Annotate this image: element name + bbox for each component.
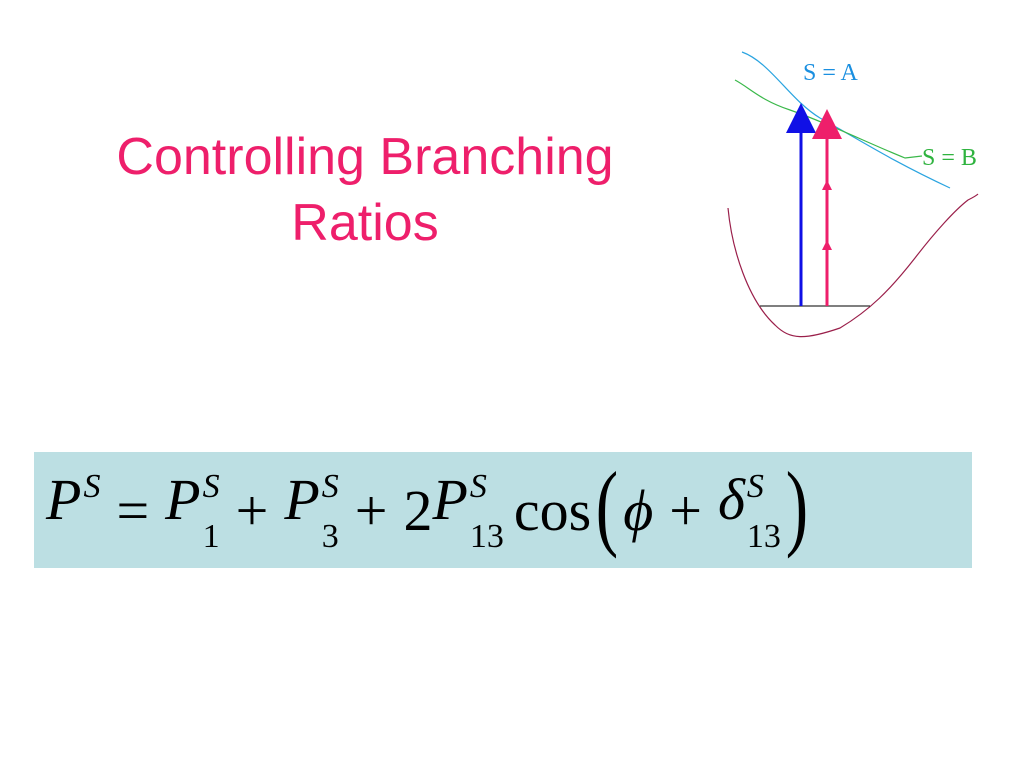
p1-subscript: 1 [202,518,220,555]
lhs-scripts: S [83,470,100,554]
left-paren: ( [596,452,619,559]
delta-subscript: 13 [746,518,781,555]
plus-sign-3: + [669,477,702,543]
label-s-a: S = A [803,60,859,86]
lhs-symbol: P [46,467,82,532]
p13-symbol: P [432,467,468,532]
p1-superscript: S [202,468,220,505]
pink-arrow-mid-head-1 [822,180,832,190]
plus-sign-1: + [235,477,269,543]
p13-scripts: S 13 [470,470,504,554]
term-p3: P S 3 [284,466,338,554]
p13-subscript: 13 [469,518,504,555]
label-s-b: S = B [922,145,977,171]
p3-scripts: S 3 [322,470,339,554]
p3-superscript: S [321,468,339,505]
title-line-1: Controlling Branching [116,128,614,186]
cos-function: cos [513,477,592,543]
p1-scripts: S 1 [203,470,220,554]
term-delta: δ S 13 [718,466,781,554]
potential-energy-diagram: S = A S = B [727,51,979,338]
title-line-2: Ratios [291,194,439,252]
pink-arrow-mid-head-2 [822,240,832,250]
term-p13: P S 13 [432,466,503,554]
term-p1: P S 1 [165,466,219,554]
delta-superscript: S [746,468,764,505]
right-paren: ) [785,452,809,559]
p1-symbol: P [165,467,201,532]
p13-superscript: S [469,468,487,505]
equation-box: P S = P S 1 + P S 3 + [34,452,972,568]
delta-symbol: δ [717,467,745,532]
slide-title: Controlling Branching Ratios [40,124,690,256]
branching-ratio-equation: P S = P S 1 + P S 3 + [46,452,813,568]
coefficient: 2 [403,477,433,543]
delta-scripts: S 13 [747,470,781,554]
p3-subscript: 3 [321,518,339,555]
plus-sign-2: + [354,477,388,543]
equals-sign: = [116,477,150,543]
p3-symbol: P [284,467,320,532]
lhs-term: P S [46,466,100,554]
phi-symbol: ϕ [623,477,654,543]
potential-well-curve [727,193,979,338]
lhs-superscript: S [83,468,101,505]
